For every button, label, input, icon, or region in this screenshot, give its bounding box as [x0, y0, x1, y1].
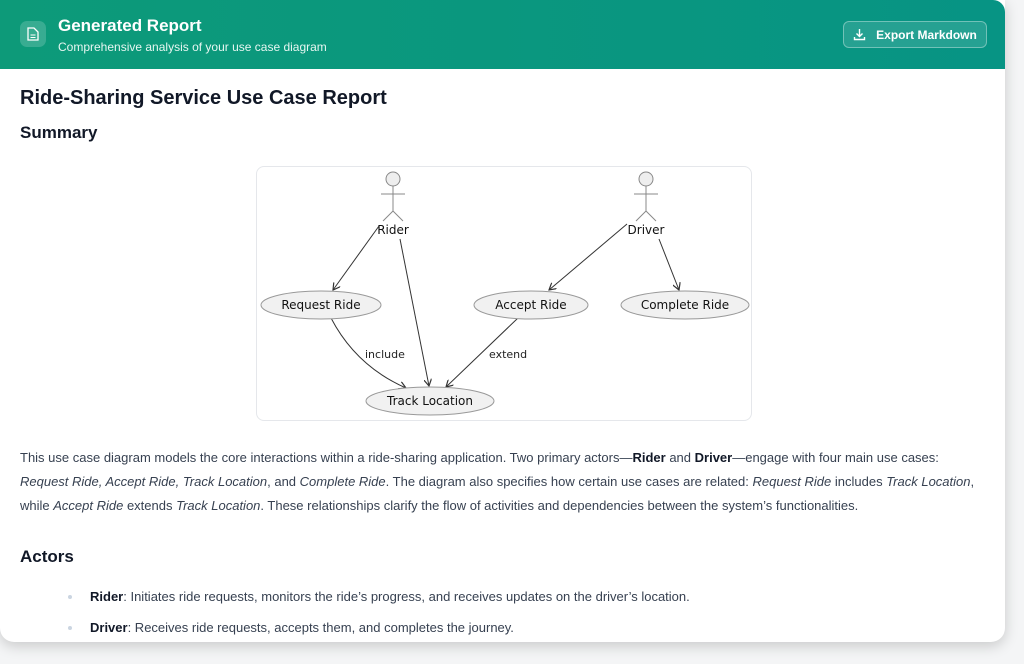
actor-description: : Initiates ride requests, monitors the …: [123, 589, 690, 604]
use-case-label: Accept Ride: [495, 298, 566, 312]
italic-text: Request Ride: [752, 474, 832, 489]
use-case-label: Request Ride: [281, 298, 360, 312]
report-title: Ride-Sharing Service Use Case Report: [20, 87, 387, 109]
text: and: [665, 450, 695, 465]
text: . The diagram also specifies how certain…: [385, 474, 753, 489]
actors-list: Rider: Initiates ride requests, monitors…: [0, 584, 690, 642]
bold-text: Driver: [694, 450, 733, 465]
use-case-label: Complete Ride: [641, 298, 729, 312]
use-case: [620, 290, 750, 320]
actor-name: Driver: [90, 620, 128, 635]
report-header: Generated Report Comprehensive analysis …: [0, 0, 1005, 69]
use-case-diagram: Rider Driver Request Ride Accept Ride: [256, 166, 752, 421]
actor-name: Rider: [90, 589, 124, 604]
use-case: [365, 386, 495, 416]
text: extends: [123, 498, 177, 513]
text: , while: [20, 474, 975, 513]
edge: [658, 238, 679, 290]
bold-text: Rider: [632, 450, 666, 465]
actor-label: Rider: [377, 223, 409, 237]
summary-paragraph: This use case diagram models the core in…: [20, 446, 980, 518]
actor-label: Driver: [628, 223, 665, 237]
relation-label: extend: [489, 348, 527, 361]
actor-driver: [634, 171, 658, 222]
export-label: Export Markdown: [876, 27, 977, 42]
use-case-label: Track Location: [386, 394, 473, 408]
header-subtitle: Comprehensive analysis of your use case …: [58, 40, 327, 54]
download-icon: [853, 29, 866, 41]
italic-text: Track Location: [886, 474, 971, 489]
edge-extend: [446, 317, 519, 387]
use-case: [473, 290, 589, 320]
edge: [549, 223, 628, 290]
text: , and: [267, 474, 300, 489]
relation-label: include: [365, 348, 405, 361]
italic-text: Accept Ride: [53, 498, 124, 513]
use-case: [260, 290, 382, 320]
summary-heading: Summary: [20, 123, 98, 142]
italic-text: Complete Ride: [299, 474, 386, 489]
text: This use case diagram models the core in…: [20, 450, 633, 465]
italic-text: Track Location: [176, 498, 261, 513]
list-item: Rider: Initiates ride requests, monitors…: [0, 584, 690, 615]
text: —engage with four main use cases:: [732, 450, 939, 465]
edge: [399, 238, 429, 386]
actors-heading: Actors: [20, 547, 74, 566]
document-icon: [20, 21, 46, 47]
list-item: Driver: Receives ride requests, accepts …: [0, 615, 690, 642]
edge-include: [330, 317, 406, 388]
export-markdown-button[interactable]: Export Markdown: [843, 21, 987, 48]
italic-text: Request Ride, Accept Ride, Track Locatio…: [20, 474, 268, 489]
edge: [333, 225, 380, 290]
report-card: Generated Report Comprehensive analysis …: [0, 0, 1005, 642]
text: . These relationships clarify the flow o…: [260, 498, 859, 513]
header-title: Generated Report: [58, 16, 202, 35]
actor-rider: [381, 171, 405, 222]
actor-description: : Receives ride requests, accepts them, …: [127, 620, 514, 635]
text: includes: [831, 474, 887, 489]
